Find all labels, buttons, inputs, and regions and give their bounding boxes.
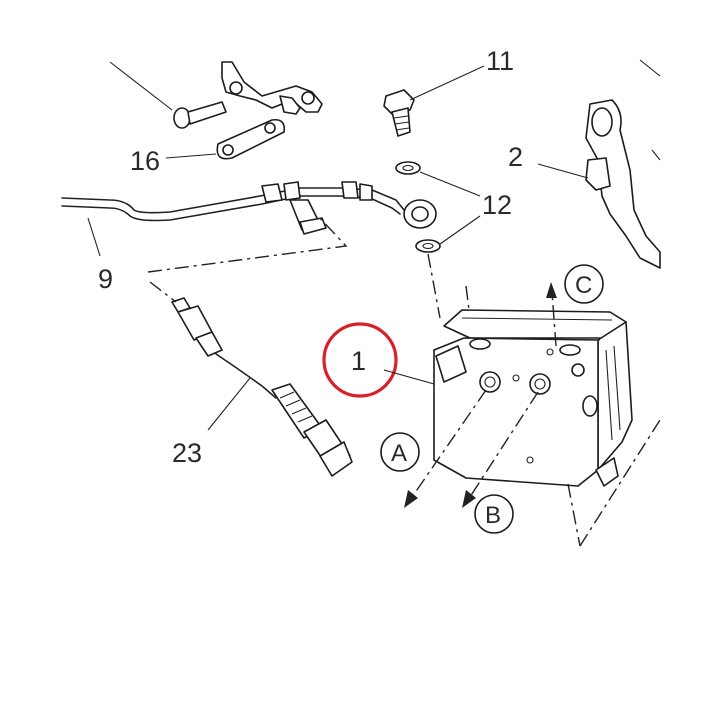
arrow-a-line bbox=[409, 389, 487, 501]
label-12: 12 bbox=[482, 190, 512, 220]
badge-b bbox=[474, 494, 514, 534]
leader-2 bbox=[537, 163, 589, 179]
abs-modulator bbox=[433, 309, 633, 487]
label-b: B bbox=[485, 502, 501, 529]
badge-a bbox=[380, 432, 420, 472]
guide-sensor-hose bbox=[147, 215, 348, 273]
arrow-b-head bbox=[462, 490, 476, 508]
banjo-bolt-11 bbox=[383, 89, 415, 137]
label-9: 9 bbox=[98, 264, 113, 294]
label-1: 1 bbox=[351, 346, 366, 376]
guide-sensor-top bbox=[149, 281, 177, 303]
label-11: 11 bbox=[486, 46, 514, 76]
top-bracket bbox=[221, 61, 323, 115]
highlight-ring bbox=[322, 322, 398, 398]
label-16: 16 bbox=[130, 146, 160, 176]
badge-c bbox=[564, 264, 604, 304]
label-2: 2 bbox=[508, 142, 523, 172]
leader-12a bbox=[419, 171, 481, 197]
washer-lower-hole bbox=[422, 242, 434, 250]
label-23: 23 bbox=[172, 438, 202, 468]
screw-bolt bbox=[173, 101, 227, 129]
bracket-part-2 bbox=[585, 99, 661, 269]
washer-upper bbox=[395, 161, 421, 175]
washer-upper-hole bbox=[402, 164, 414, 172]
leader-1 bbox=[383, 369, 435, 385]
leader-16 bbox=[165, 153, 217, 159]
clip-part-16 bbox=[216, 118, 286, 160]
guide-mount-a bbox=[567, 483, 581, 547]
label-a: A bbox=[391, 440, 407, 467]
guide-banjo-down bbox=[427, 253, 441, 319]
brake-hose-9 bbox=[61, 181, 437, 235]
guide-mount-b bbox=[579, 419, 661, 547]
leader-11 bbox=[409, 65, 485, 101]
washer-lower bbox=[415, 239, 441, 253]
leader-23 bbox=[207, 377, 251, 431]
arrow-c-head bbox=[546, 282, 557, 298]
leader-12b bbox=[439, 215, 481, 245]
sensor-part-23 bbox=[171, 297, 353, 477]
arrow-a-head bbox=[404, 490, 418, 508]
leader-top-left bbox=[109, 61, 173, 111]
arrow-c-line bbox=[551, 291, 557, 347]
label-c: C bbox=[575, 272, 592, 299]
edge-line bbox=[639, 59, 661, 77]
arrow-b-line bbox=[467, 391, 539, 501]
leader-9 bbox=[87, 217, 101, 257]
